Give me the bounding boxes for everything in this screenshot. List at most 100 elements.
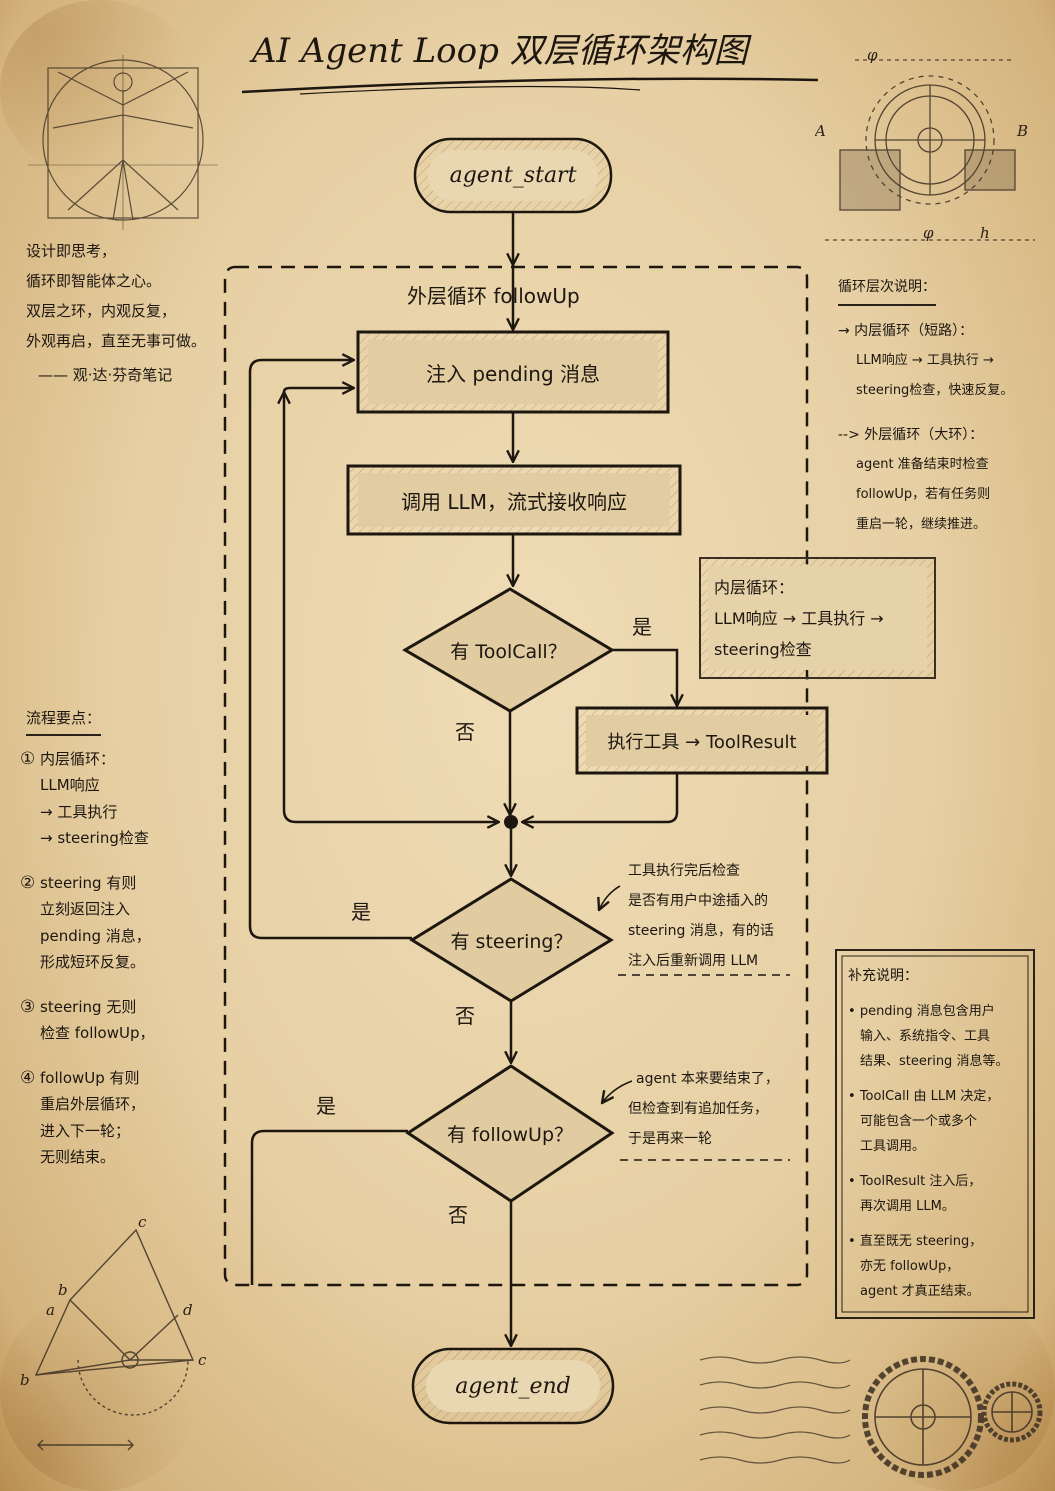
call-llm-node: 调用 LLM，流式接收响应 (401, 489, 627, 514)
gear-label: h (980, 224, 990, 242)
loop-legend: 循环层次说明： → 内层循环（短路）： LLM响应 → 工具执行 → steer… (838, 272, 1013, 540)
legend-outer-line: agent 准备结束时检查 (856, 457, 989, 472)
bullet-icon: • (848, 1174, 860, 1189)
merge-junction (504, 815, 518, 829)
supplement-line: ToolCall 由 LLM 决定， (859, 1089, 1000, 1104)
geometry-label: c (138, 1215, 147, 1231)
geometry-label: d (183, 1301, 193, 1319)
followup-annotation-line: agent 本来要结束了， (636, 1071, 779, 1087)
geometry-label: b (20, 1371, 30, 1389)
outer-loop-label: 外层循环 followUp (407, 284, 580, 308)
steering-annotation-line: 工具执行完后检查 (628, 863, 740, 879)
loop-back-short-entry (282, 388, 354, 392)
key-point-line: 立刻返回注入 (40, 900, 131, 918)
supplement-item: • 直至既无 steering， 亦无 followUp， agent 才真正结… (848, 1229, 1026, 1304)
quote-line: 循环即智能体之心。 (26, 272, 162, 290)
inner-loop-note: 内层循环： LLM响应 → 工具执行 → steering检查 (714, 572, 884, 665)
key-point-line: 重启外层循环， (40, 1095, 146, 1113)
decision-steering: 有 steering？ (450, 930, 573, 953)
key-point-line: 内层循环： (40, 749, 116, 768)
key-point-item: ③ steering 无则 检查 followUp， (20, 994, 155, 1047)
page-title: AI Agent Loop 双层循环架构图 (252, 31, 748, 71)
steering-no-label: 否 (455, 1004, 475, 1028)
followup-no-label: 否 (448, 1203, 468, 1227)
gear-label: φ (923, 224, 934, 242)
arrow-toolcall-yes (612, 648, 677, 706)
loop-back-short (284, 392, 499, 822)
arrow-tool-result-to-merge (522, 773, 679, 822)
supplement-line: 输入、系统指令、工具 (860, 1029, 991, 1044)
title-underline (241, 77, 819, 94)
toolcall-no-label: 否 (455, 720, 475, 744)
bullet-icon: • (848, 1089, 860, 1104)
key-point-line: → steering检查 (40, 829, 149, 847)
start-terminal: agent_start (449, 163, 577, 188)
supplement-line: 亦无 followUp， (860, 1259, 960, 1274)
key-point-number: ③ (20, 996, 36, 1017)
legend-inner-line: LLM响应 → 工具执行 → (856, 353, 994, 368)
supplement-line: ToolResult 注入后， (859, 1174, 982, 1189)
supplement-line: 再次调用 LLM。 (860, 1199, 955, 1214)
supplement-item: • pending 消息包含用户 输入、系统指令、工具 结果、steering … (848, 999, 1026, 1074)
key-point-line: 检查 followUp， (40, 1024, 155, 1042)
gear-label: A (815, 122, 826, 140)
followup-annotation: agent 本来要结束了， 但检查到有追加任务， 于是再来一轮 (628, 1064, 779, 1154)
legend-outer-line: 重启一轮，继续推进。 (856, 517, 987, 532)
steering-annotation-line: steering 消息，有的话 (628, 923, 774, 939)
supplement-line: 结果、steering 消息等。 (860, 1054, 1009, 1069)
followup-note-arrow (602, 1080, 633, 1103)
toolcall-yes-label: 是 (632, 615, 652, 639)
supplement-notes: 补充说明： • pending 消息包含用户 输入、系统指令、工具 结果、ste… (848, 964, 1026, 1304)
title-underline-stroke (299, 85, 641, 95)
supplement-heading: 补充说明： (848, 968, 918, 984)
key-points-heading: 流程要点： (26, 705, 102, 736)
key-point-line: LLM响应 (40, 776, 100, 794)
legend-heading: 循环层次说明： (838, 272, 936, 306)
key-point-line: pending 消息， (40, 926, 151, 945)
followup-annotation-line: 但检查到有追加任务， (628, 1101, 768, 1117)
quote-attribution: —— 观·达·芬奇笔记 (38, 366, 173, 384)
key-point-number: ① (20, 748, 36, 769)
supplement-line: 直至既无 steering， (859, 1234, 983, 1249)
vitruvian-man-sketch (28, 55, 218, 230)
execute-tool-node: 执行工具 → ToolResult (607, 731, 797, 753)
key-point-line: steering 有则 (40, 873, 137, 892)
supplement-line: pending 消息包含用户 (859, 1004, 995, 1019)
steering-note-arrow (599, 885, 621, 910)
legend-inner-title: → 内层循环（短路）： (838, 323, 974, 339)
key-point-item: ① 内层循环： LLM响应 → 工具执行 → steering检查 (20, 746, 155, 852)
key-point-line: → 工具执行 (40, 802, 118, 821)
geometry-label: a (46, 1301, 55, 1319)
followup-yes-label: 是 (316, 1094, 336, 1118)
decision-toolcall: 有 ToolCall？ (450, 640, 567, 663)
key-point-number: ④ (20, 1067, 36, 1088)
key-point-line: 无则结束。 (40, 1148, 116, 1166)
steering-annotation-line: 是否有用户中途插入的 (628, 893, 768, 909)
supplement-line: agent 才真正结束。 (860, 1284, 980, 1299)
inner-loop-note-line: steering检查 (714, 640, 812, 659)
bullet-icon: • (848, 1234, 860, 1249)
bullet-icon: • (848, 1004, 860, 1019)
legend-inner-line: steering检查，快速反复。 (856, 383, 1014, 398)
supplement-line: 工具调用。 (860, 1139, 926, 1154)
supplement-frame (835, 949, 1035, 1319)
gear-label: φ (867, 46, 878, 64)
key-point-line: followUp 有则 (40, 1068, 140, 1087)
steering-annotation: 工具执行完后检查 是否有用户中途插入的 steering 消息，有的话 注入后重… (628, 856, 774, 976)
inject-pending-node: 注入 pending 消息 (425, 361, 600, 386)
gears-and-script-sketch (699, 1356, 1043, 1478)
decision-followup: 有 followUp？ (446, 1124, 574, 1146)
outer-loop-boundary (223, 265, 809, 1287)
followup-annotation-line: 于是再来一轮 (628, 1131, 712, 1147)
end-terminal: agent_end (455, 1373, 571, 1399)
supplement-item: • ToolCall 由 LLM 决定， 可能包含一个或多个 工具调用。 (848, 1084, 1026, 1159)
key-point-line: 形成短环反复。 (40, 953, 146, 971)
legend-outer-title: --> 外层循环（大环）： (838, 427, 984, 443)
gear-label: B (1016, 122, 1028, 140)
geometry-label: c (198, 1351, 207, 1369)
geometry-sketch: c a b d c b (20, 1215, 207, 1451)
steering-annotation-line: 注入后重新调用 LLM (628, 953, 759, 969)
arrow-followup-yes (250, 1129, 408, 1285)
key-point-item: ④ followUp 有则 重启外层循环， 进入下一轮； 无则结束。 (20, 1065, 155, 1171)
